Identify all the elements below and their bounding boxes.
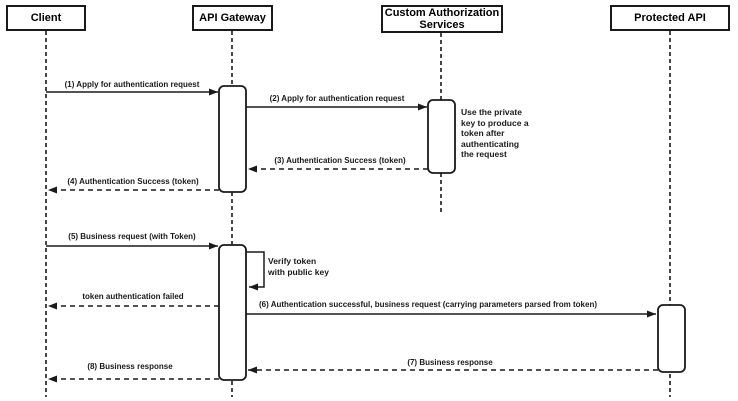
message-8-label: (8) Business response — [87, 362, 173, 371]
participant-client: Client — [6, 5, 86, 31]
participant-api-gateway: API Gateway — [192, 5, 273, 31]
participant-protected-api: Protected API — [610, 5, 730, 31]
participant-custom-auth-services: Custom Authorization Services — [381, 5, 503, 33]
note-verify-token: Verify token with public key — [268, 256, 329, 277]
arrow-self-loop-verify-token — [246, 251, 265, 291]
message-5-label: (5) Business request (with Token) — [68, 232, 196, 241]
message-2-label: (2) Apply for authentication request — [269, 94, 405, 103]
participant-client-label: Client — [30, 12, 62, 24]
message-7-label: (7) Business response — [407, 358, 493, 367]
note-private-key: Use the private key to produce a token a… — [461, 107, 529, 159]
participant-protected-api-label: Protected API — [634, 12, 706, 24]
message-3-label: (3) Authentication Success (token) — [274, 156, 406, 165]
participant-custom-auth-services-label: Custom Authorization Services — [384, 7, 500, 31]
activation-api-gateway-1 — [218, 85, 247, 193]
message-1-label: (1) Apply for authentication request — [64, 80, 200, 89]
activation-api-gateway-2 — [218, 244, 247, 381]
message-6-label: (6) Authentication successful, business … — [258, 300, 598, 309]
activation-custom-auth — [427, 99, 456, 174]
message-4-label: (4) Authentication Success (token) — [67, 177, 199, 186]
message-token-failed-label: token authentication failed — [82, 292, 184, 301]
activation-protected-api — [657, 304, 686, 373]
participant-api-gateway-label: API Gateway — [199, 12, 266, 24]
